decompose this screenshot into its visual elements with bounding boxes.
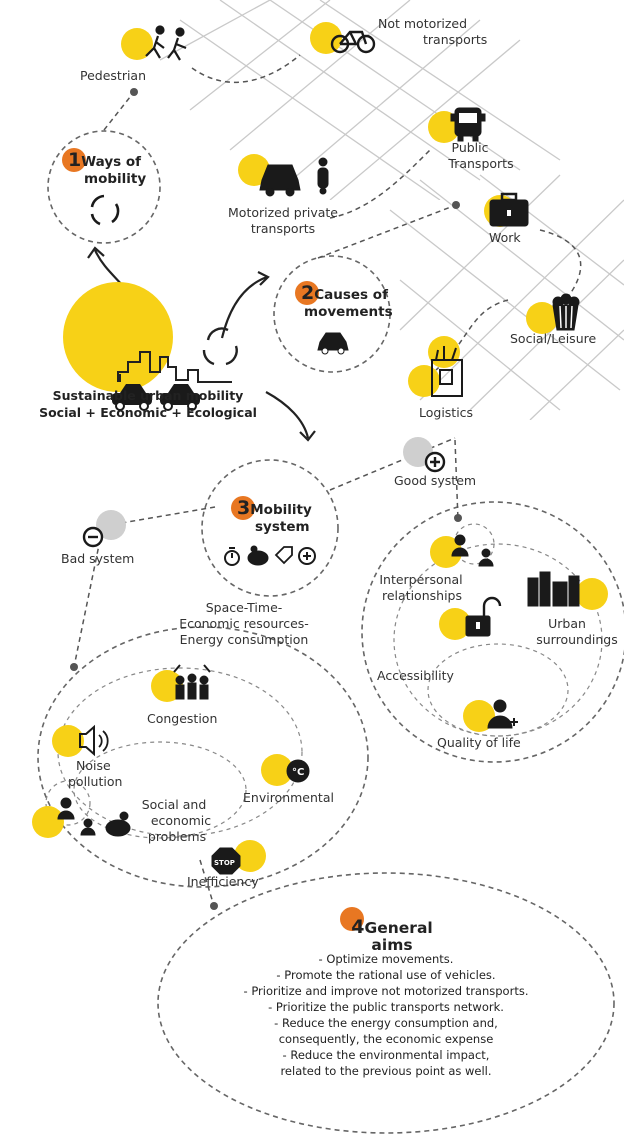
section-1-title-b: mobility [84, 171, 147, 187]
label-pedestrian: Pedestrian [80, 68, 147, 83]
section-1-title-a: Ways of [81, 154, 142, 170]
section-3-title-a: Mobility [250, 502, 312, 518]
interpersonal-people-icon [451, 534, 494, 567]
aim-item: - Reduce the energy consumption and, [274, 1016, 498, 1030]
aim-item: consequently, the economic expense [278, 1032, 494, 1046]
section-2-circle [273, 255, 391, 373]
label-good-system: Good system [394, 473, 477, 488]
label-interpersonal-2: relationships [382, 588, 462, 603]
svg-text:°C: °C [292, 767, 304, 778]
label-accessibility: Accessibility [377, 668, 454, 683]
section-2-number: 2 [301, 282, 315, 304]
groceries-bag-icon [431, 346, 463, 397]
label-motorized-2: transports [250, 221, 316, 236]
center-cars-icon [112, 384, 200, 411]
section-4-title-a: General [364, 919, 433, 937]
label-quality-of-life: Quality of life [437, 735, 521, 750]
center-sun [63, 282, 173, 392]
label-congestion: Congestion [147, 711, 218, 726]
street-grid-top [159, 0, 561, 200]
speaker-icon [79, 724, 109, 757]
section-2-title-b: movements [304, 304, 393, 320]
section-2-title-a: Causes of [314, 287, 388, 303]
piggybank-icon [247, 545, 269, 566]
briefcase-icon [489, 192, 529, 227]
section-1-circle [47, 130, 161, 244]
label-noise-2: pollution [68, 774, 123, 789]
plus-circle-icon [298, 547, 316, 565]
bicycle-icon [330, 30, 376, 54]
car-icon [317, 332, 349, 355]
label-bad-system: Bad system [61, 551, 135, 566]
aim-item: - Prioritize and improve not motorized t… [243, 984, 529, 998]
aim-item: - Prioritize the public transports netwo… [268, 1000, 504, 1014]
section-3-title: 3Mobility system [237, 497, 312, 536]
label-urban-2: surroundings [536, 632, 618, 647]
crowd-congestion-icon [173, 664, 211, 700]
label-social-1: Social and [141, 797, 207, 812]
temperature-icon: °C [286, 759, 310, 783]
popcorn-icon [552, 293, 580, 331]
padlock-icon [465, 596, 502, 637]
piggybank-money-icon [105, 811, 131, 837]
label-resources-3: Energy consumption [179, 632, 309, 647]
stop-sign-icon: STOP [211, 847, 241, 875]
label-resources-1: Space-Time- [205, 600, 283, 615]
good-plus-icon [424, 451, 446, 473]
label-work: Work [489, 230, 521, 245]
aim-item: related to the previous point as well. [280, 1064, 492, 1078]
label-urban-1: Urban [548, 616, 586, 631]
refresh-cycle-icon [90, 194, 120, 226]
private-car-icon [259, 164, 301, 197]
bad-minus-icon [82, 526, 104, 548]
label-social-3: problems [147, 829, 207, 844]
section-1-title: 1Ways of mobility [68, 149, 147, 188]
label-interpersonal-1: Interpersonal [379, 572, 463, 587]
center-title: Sustainable urban mobility Social + Econ… [39, 387, 257, 421]
aim-item: - Reduce the environmental impact, [282, 1048, 490, 1062]
section-4-number: 4 [351, 916, 365, 938]
label-public-2: Transports [448, 156, 514, 171]
section-3-circle [201, 459, 339, 597]
section-4-title: 4General aims [351, 916, 433, 954]
label-social-leisure: Social/Leisure [510, 331, 597, 346]
aim-item: - Optimize movements. [318, 952, 454, 966]
bad-system-ellipse [37, 626, 369, 888]
center-title-line1: Sustainable urban mobility [52, 388, 244, 403]
pedestrian-icon [145, 25, 187, 61]
section-3-title-b: system [255, 519, 310, 535]
center-cycle-icon [202, 327, 238, 366]
buildings-icon [527, 571, 580, 607]
aim-item: - Promote the rational use of vehicles. [276, 968, 496, 982]
section-3-number: 3 [237, 497, 251, 519]
label-environmental: Environmental [243, 790, 334, 805]
label-resources-2: Economic resources- [179, 616, 309, 631]
aims-ellipse [157, 872, 615, 1134]
label-noise-1: Noise [76, 758, 111, 773]
timer-icon [224, 547, 240, 566]
section-2-title: 2Causes of movements [301, 282, 393, 321]
section-4-title-b: aims [371, 936, 413, 954]
bus-icon [450, 107, 486, 142]
label-not-motorized-1: Not motorized [378, 16, 468, 31]
label-motorized-1: Motorized private [228, 205, 338, 220]
city-skyline-icon [117, 351, 232, 383]
aims-list: - Optimize movements. - Promote the rati… [244, 951, 529, 1079]
label-inefficiency: Inefficiency [187, 874, 259, 889]
label-social-2: economic [150, 813, 212, 828]
label-public-1: Public [451, 140, 489, 155]
center-title-line2: Social + Economic + Ecological [39, 405, 257, 420]
section-1-number: 1 [68, 149, 82, 171]
label-logistics: Logistics [419, 405, 474, 420]
tag-icon [274, 546, 293, 565]
label-not-motorized-2: transports [423, 32, 488, 47]
quality-of-life-person-icon [487, 699, 518, 729]
social-people-icon [57, 797, 96, 836]
svg-text:STOP: STOP [214, 859, 235, 867]
scooter-icon [317, 157, 329, 195]
